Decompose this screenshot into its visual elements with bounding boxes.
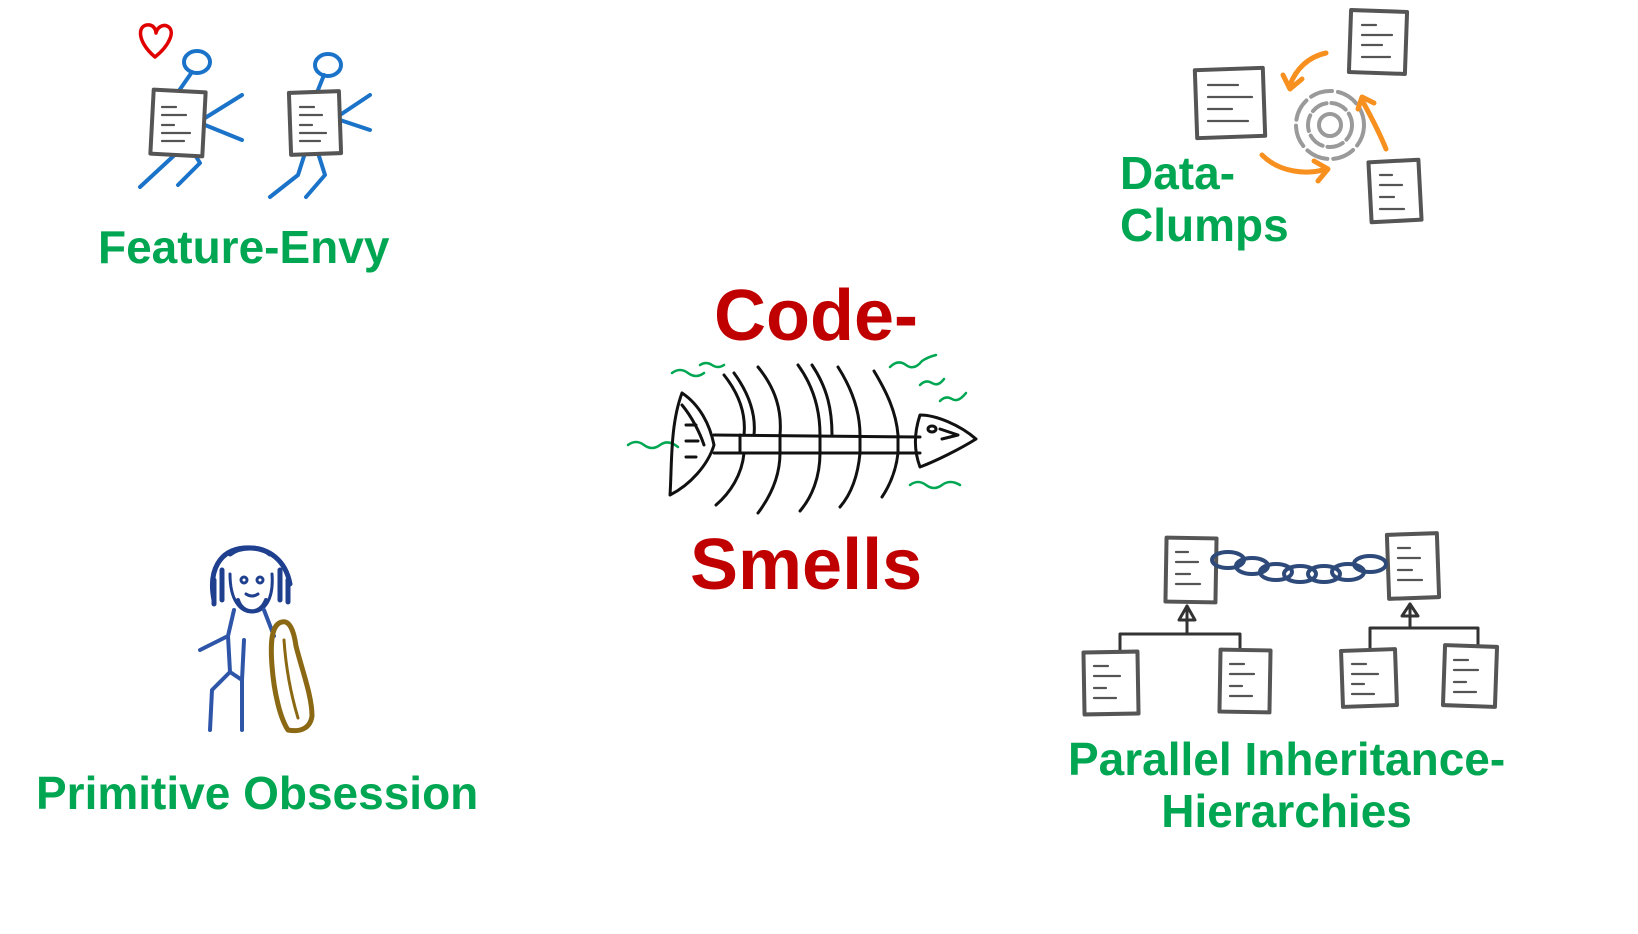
chain-icon [1210,550,1388,584]
stick-figures-with-heart-icon [120,15,400,210]
parallel-inheritance-label: Parallel Inheritance- Hierarchies [1068,733,1506,837]
caveman-with-club-icon [190,540,330,740]
feature-envy-label: Feature-Envy [98,221,390,273]
center-title-line2: Smells [690,525,923,605]
document-cycle-icon [1190,5,1440,230]
fish-skeleton-icon [620,345,995,520]
data-clumps-line1: Data- [1120,147,1236,199]
heart-icon [138,23,173,59]
chained-class-hierarchies-icon [1080,528,1510,723]
parallel-inheritance-line1: Parallel Inheritance- [1068,733,1506,785]
data-clumps-label: Data- Clumps [1120,147,1289,251]
primitive-obsession-label: Primitive Obsession [36,767,479,819]
data-clumps-line2: Clumps [1120,198,1289,251]
parallel-inheritance-line2: Hierarchies [1161,784,1412,837]
center-title-line1: Code- [714,276,918,356]
club-icon [268,619,315,734]
